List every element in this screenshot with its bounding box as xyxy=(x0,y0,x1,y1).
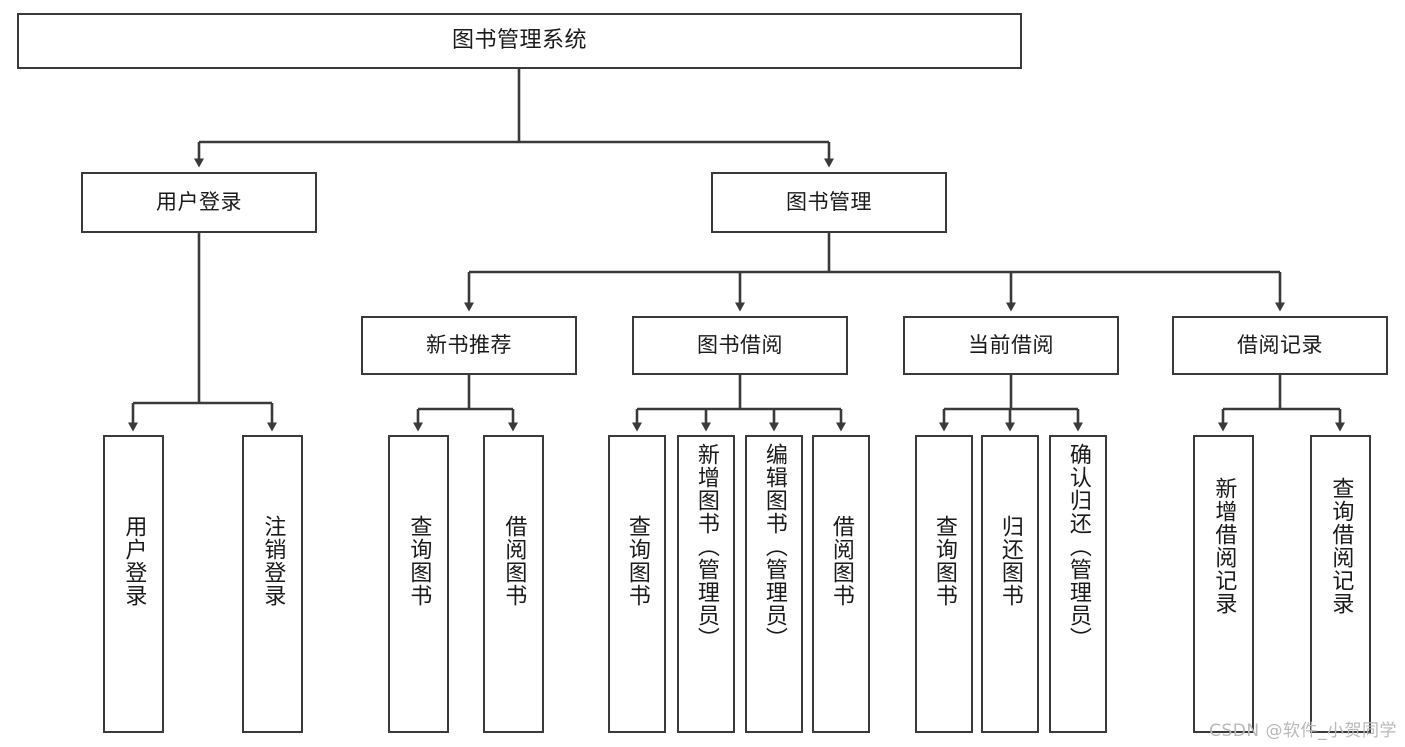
edges-userlogin-to-leaves xyxy=(128,233,277,432)
node-label: 用户登录 xyxy=(156,189,242,214)
node-label: 确认归还（管理员） xyxy=(1065,443,1091,650)
node-leaf-borrow-book-recommend[interactable]: 借阅图书 xyxy=(483,435,544,733)
node-label: 查询图书 xyxy=(406,515,432,607)
node-leaf-borrow-book[interactable]: 借阅图书 xyxy=(812,435,870,733)
node-leaf-edit-book[interactable]: 编辑图书（管理员） xyxy=(745,435,803,733)
node-borrow-record[interactable]: 借阅记录 xyxy=(1172,316,1388,375)
node-label: 新增借阅记录 xyxy=(1211,477,1237,615)
node-user-login[interactable]: 用户登录 xyxy=(81,172,317,233)
node-label: 新书推荐 xyxy=(426,332,512,357)
node-leaf-return-book[interactable]: 归还图书 xyxy=(981,435,1039,733)
node-book-manage[interactable]: 图书管理 xyxy=(711,172,947,233)
node-label: 新增图书（管理员） xyxy=(693,443,719,650)
node-label: 查询图书 xyxy=(931,515,957,607)
node-label: 查询借阅记录 xyxy=(1328,477,1354,615)
node-label: 图书借阅 xyxy=(697,332,783,357)
node-leaf-confirm-return[interactable]: 确认归还（管理员） xyxy=(1049,435,1107,733)
node-label: 用户登录 xyxy=(121,515,147,607)
csdn-watermark: CSDN @软件_小贺同学 xyxy=(1209,721,1397,741)
node-label: 图书管理 xyxy=(786,189,872,214)
node-label: 借阅图书 xyxy=(501,515,527,607)
edges-borrowrecord-to-leaves xyxy=(1218,375,1345,432)
node-leaf-add-borrow-record[interactable]: 新增借阅记录 xyxy=(1193,435,1254,733)
node-book-borrow[interactable]: 图书借阅 xyxy=(632,316,848,375)
node-label: 借阅记录 xyxy=(1237,332,1323,357)
node-leaf-logout-login[interactable]: 注销登录 xyxy=(242,435,303,733)
edges-bookborrow-to-leaves xyxy=(632,375,846,432)
node-leaf-query-book-recommend[interactable]: 查询图书 xyxy=(388,435,449,733)
node-leaf-query-book-current[interactable]: 查询图书 xyxy=(915,435,973,733)
node-leaf-query-book-borrow[interactable]: 查询图书 xyxy=(608,435,666,733)
node-leaf-user-login[interactable]: 用户登录 xyxy=(103,435,164,733)
node-new-book-recommend[interactable]: 新书推荐 xyxy=(361,316,577,375)
edges-currentborrow-to-leaves xyxy=(939,375,1083,432)
node-leaf-add-book[interactable]: 新增图书（管理员） xyxy=(677,435,735,733)
edges-bookmanage-to-level3 xyxy=(464,233,1285,312)
node-leaf-query-borrow-record[interactable]: 查询借阅记录 xyxy=(1310,435,1371,733)
node-root-system[interactable]: 图书管理系统 xyxy=(17,13,1022,69)
node-label: 当前借阅 xyxy=(968,332,1054,357)
edges-newbook-to-leaves xyxy=(413,375,518,432)
node-label: 编辑图书（管理员） xyxy=(761,443,787,650)
edges-root-to-level2 xyxy=(194,69,834,168)
node-label: 借阅图书 xyxy=(828,515,854,607)
node-label: 归还图书 xyxy=(997,515,1023,607)
node-label: 查询图书 xyxy=(624,515,650,607)
node-current-borrow[interactable]: 当前借阅 xyxy=(903,316,1119,375)
node-label: 注销登录 xyxy=(260,515,286,607)
node-label: 图书管理系统 xyxy=(451,27,587,53)
